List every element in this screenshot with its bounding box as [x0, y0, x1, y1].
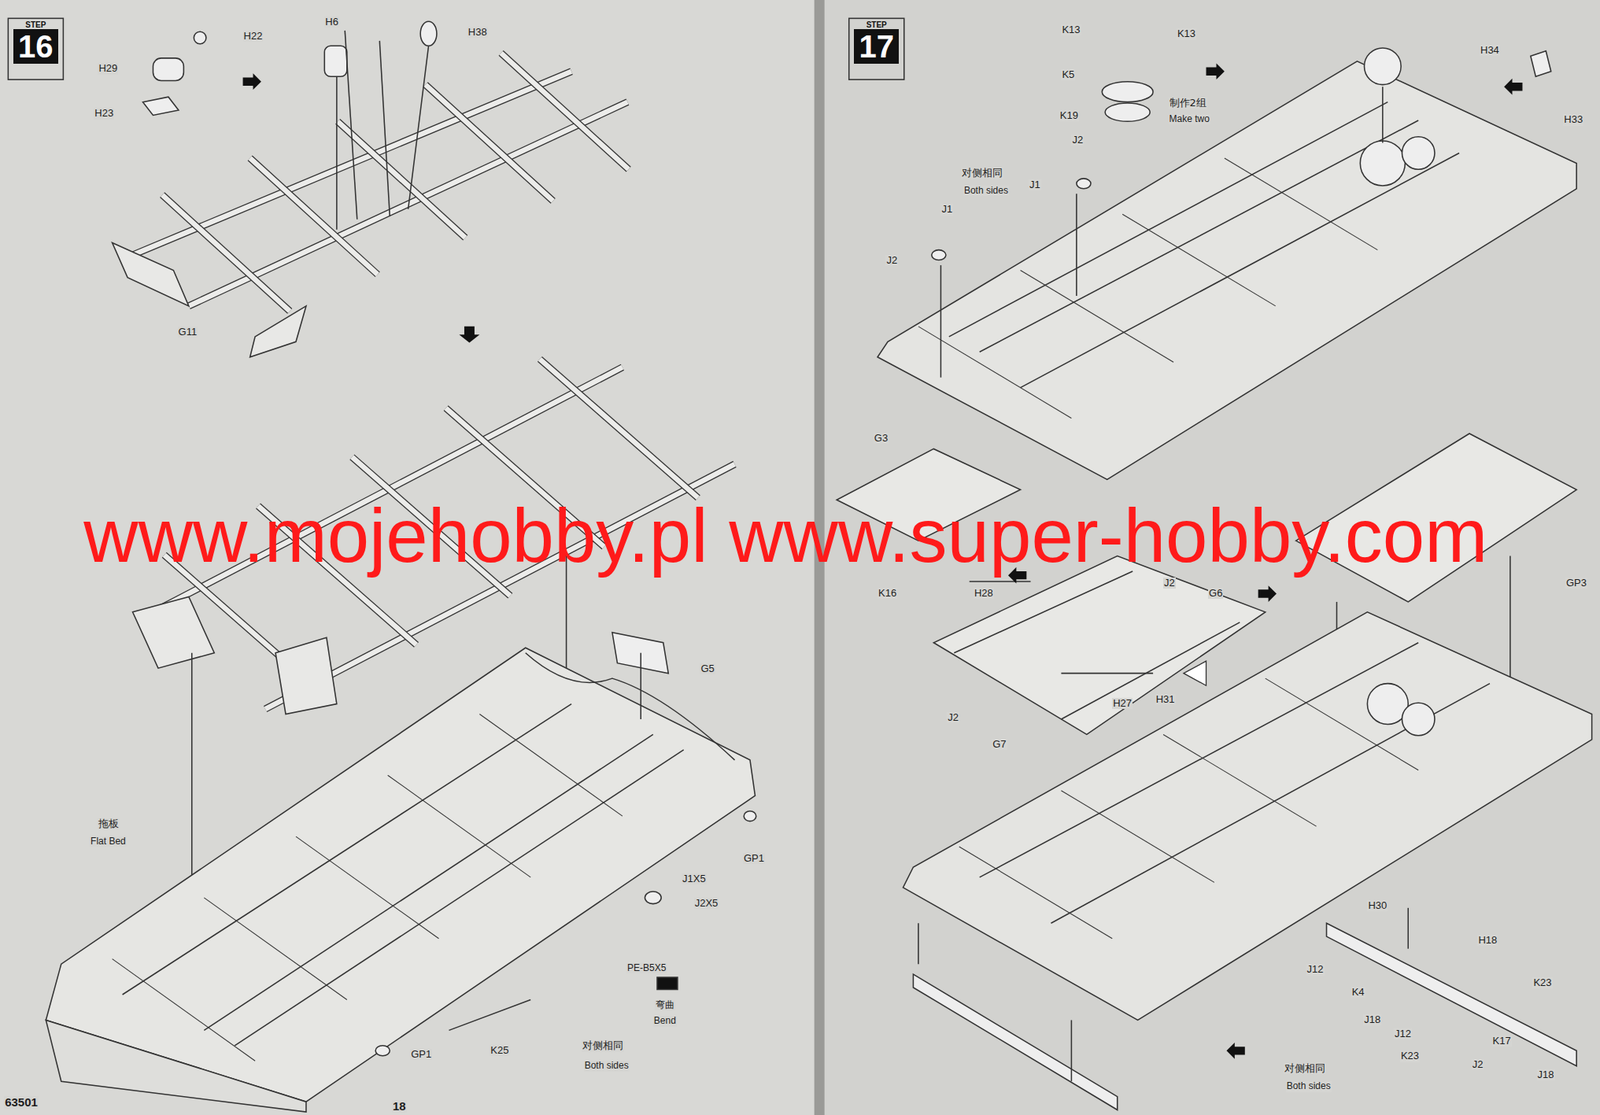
part-label: J18: [1537, 1069, 1556, 1081]
part-label: PE-B5X5: [626, 963, 667, 974]
part-label: J2: [1071, 134, 1084, 146]
part-label: J2: [946, 712, 960, 724]
part-label: 对侧相同: [1283, 1063, 1327, 1075]
part-label: G7: [991, 739, 1007, 751]
part-label: Both sides: [583, 1060, 630, 1072]
part-label: G3: [873, 432, 889, 444]
part-label: H18: [1477, 934, 1498, 946]
part-label: Both sides: [1285, 1081, 1332, 1092]
part-label: G5: [699, 663, 715, 675]
part-label: J2: [1163, 577, 1176, 589]
part-label: H30: [1367, 900, 1388, 912]
page-number: 18: [391, 1100, 407, 1114]
part-label: GP3: [1565, 577, 1588, 589]
part-label: J12: [1393, 1028, 1412, 1040]
watermark: www.mojehobby.pl www.super-hobby.com: [83, 498, 1488, 574]
part-label: Bend: [653, 1016, 677, 1027]
part-label: K5: [1060, 69, 1076, 81]
part-label: J2X5: [694, 897, 720, 910]
step-badge: STEP16: [10, 20, 62, 64]
part-label: H31: [1155, 694, 1176, 706]
part-label: H34: [1479, 44, 1501, 56]
part-label: H27: [1112, 698, 1133, 710]
part-label: H6: [324, 16, 340, 28]
part-label: J1: [940, 203, 954, 215]
step-number: 17: [853, 29, 899, 64]
part-label: J1X5: [681, 873, 707, 885]
part-label: 拖板: [97, 818, 120, 830]
part-label: J18: [1363, 1014, 1382, 1026]
part-label: H28: [973, 587, 994, 599]
part-label: 弯曲: [654, 1000, 676, 1011]
part-label: K23: [1400, 1050, 1420, 1062]
part-label: GP1: [410, 1049, 433, 1061]
part-label: K17: [1492, 1035, 1512, 1047]
step-badge: STEP17: [850, 20, 902, 64]
part-label: 对侧相同: [581, 1040, 625, 1052]
part-label: Flat Bed: [89, 836, 127, 847]
step-word: STEP: [866, 20, 887, 30]
part-label: J1: [1028, 179, 1042, 191]
part-label: H23: [93, 107, 115, 119]
step-word: STEP: [25, 20, 46, 30]
part-label: Both sides: [963, 185, 1009, 196]
part-label: K19: [1059, 110, 1079, 122]
part-label: G11: [177, 326, 199, 338]
part-label: H38: [467, 26, 488, 38]
part-label: G6: [1208, 587, 1224, 599]
part-label: K23: [1532, 977, 1552, 989]
part-label: H33: [1563, 114, 1584, 126]
part-label: H29: [97, 62, 119, 74]
step-number: 16: [13, 29, 59, 64]
part-label: Make two: [1168, 114, 1211, 125]
part-label: K4: [1351, 986, 1366, 998]
part-label: H22: [243, 30, 264, 42]
part-label: GP1: [742, 853, 765, 865]
part-label: J12: [1306, 964, 1325, 976]
part-label: J2: [885, 254, 898, 267]
part-label: K16: [877, 587, 898, 599]
part-label: J2: [1471, 1059, 1485, 1071]
part-label: K13: [1060, 24, 1081, 36]
part-label: K25: [489, 1045, 510, 1057]
part-label: K13: [1176, 28, 1197, 40]
page-number: 63501: [3, 1096, 39, 1110]
part-label: 对侧相同: [960, 167, 1004, 179]
part-label: 制作2组: [1168, 97, 1208, 109]
